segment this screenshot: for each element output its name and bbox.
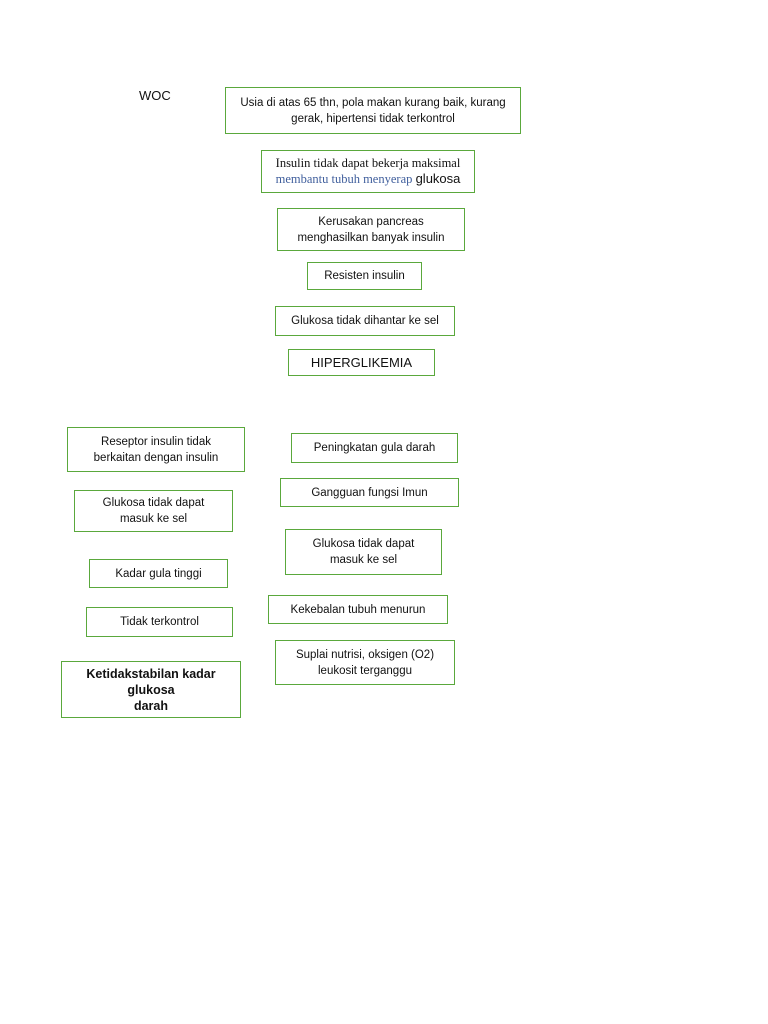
box-uncontrolled: Tidak terkontrol [86, 607, 233, 637]
box-insulin-not-working: Insulin tidak dapat bekerja maksimal mem… [261, 150, 475, 193]
box-text-line: gerak, hipertensi tidak terkontrol [291, 112, 455, 125]
box-text: Peningkatan gula darah [313, 442, 436, 454]
box-text: Glukosa tidak dihantar ke sel [291, 315, 439, 327]
box-immunity-decrease: Kekebalan tubuh menurun [268, 595, 448, 624]
box-immune-disorder: Gangguan fungsi Imun [280, 478, 459, 507]
box-text-line: Insulin tidak dapat bekerja maksimal [275, 156, 461, 170]
box-glucose-instability: Ketidakstabilan kadar glukosa darah [61, 661, 241, 718]
box-text-line: Usia di atas 65 thn, pola makan kurang b… [240, 96, 506, 109]
box-high-sugar: Kadar gula tinggi [89, 559, 228, 588]
box-text: Gangguan fungsi Imun [311, 486, 428, 499]
box-text-line: Glukosa tidak dapat [102, 497, 205, 509]
box-text: Resisten insulin [324, 270, 405, 282]
box-glucose-not-delivered: Glukosa tidak dihantar ke sel [275, 306, 455, 336]
box-text-line: Suplai nutrisi, oksigen (O2) [295, 648, 435, 661]
box-text-line: menghasilkan banyak insulin [297, 231, 445, 244]
box-text-line: Glukosa tidak dapat [312, 538, 415, 550]
box-nutrient-supply: Suplai nutrisi, oksigen (O2) leukosit te… [275, 640, 455, 685]
box-text-line: Kerusakan pancreas [318, 215, 424, 228]
box-glucose-cannot-enter-right: Glukosa tidak dapat masuk ke sel [285, 529, 442, 575]
box-text-line: darah [133, 698, 169, 713]
box-text-line: Reseptor insulin tidak [101, 435, 211, 448]
box-text-blue: membantu tubuh menyerap [275, 172, 413, 186]
box-text-line: masuk ke sel [119, 513, 188, 525]
box-text-end: glukosa [415, 171, 461, 186]
box-pancreas-damage: Kerusakan pancreas menghasilkan banyak i… [277, 208, 465, 251]
box-text: Tidak terkontrol [120, 616, 199, 628]
box-text: HIPERGLIKEMIA [310, 354, 413, 370]
box-text-line: leukosit terganggu [318, 664, 412, 677]
diagram-title: WOC [139, 88, 171, 103]
box-glucose-cannot-enter-left: Glukosa tidak dapat masuk ke sel [74, 490, 233, 532]
box-insulin-resistance: Resisten insulin [307, 262, 422, 290]
box-receptor-insulin: Reseptor insulin tidak berkaitan dengan … [67, 427, 245, 472]
box-blood-sugar-increase: Peningkatan gula darah [291, 433, 458, 463]
box-risk-factors: Usia di atas 65 thn, pola makan kurang b… [225, 87, 521, 134]
box-text-line: berkaitan dengan insulin [93, 451, 219, 464]
box-text-line: Ketidakstabilan kadar glukosa [86, 666, 216, 697]
box-hyperglycemia: HIPERGLIKEMIA [288, 349, 435, 376]
box-text: Kadar gula tinggi [115, 567, 202, 580]
box-text-line: masuk ke sel [329, 554, 398, 566]
box-text: Kekebalan tubuh menurun [290, 603, 426, 616]
